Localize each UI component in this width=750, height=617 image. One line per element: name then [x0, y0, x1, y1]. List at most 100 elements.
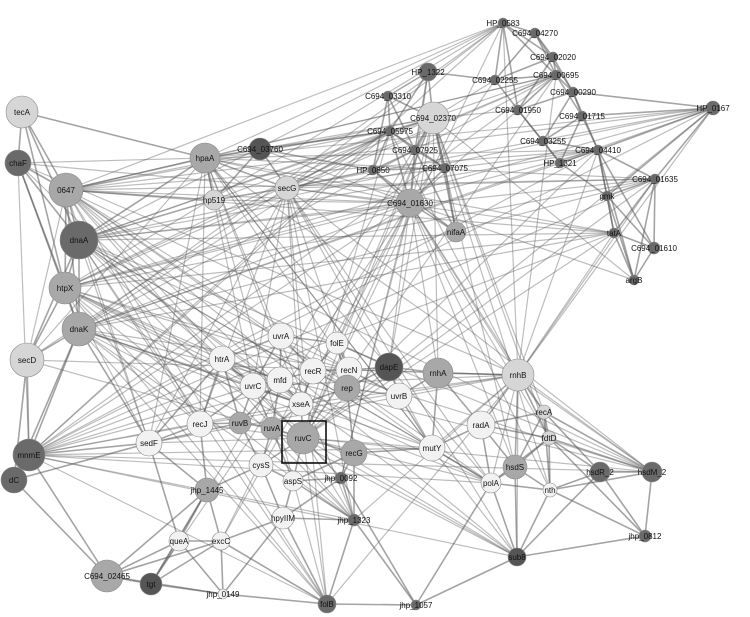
node-queA[interactable]: queA: [168, 530, 190, 552]
node-HP_0167[interactable]: HP_0167: [696, 100, 730, 116]
node-circle-sedF[interactable]: [135, 429, 163, 457]
node-circle-rep[interactable]: [333, 374, 361, 402]
node-HP_1322[interactable]: HP_1322: [411, 62, 445, 82]
node-circle-argB[interactable]: [628, 274, 640, 286]
node-rnhA[interactable]: rnhA: [422, 357, 454, 389]
node-dnaK[interactable]: dnaK: [61, 311, 97, 347]
node-argB[interactable]: argB: [626, 274, 643, 286]
node-circle-HP_0850[interactable]: [367, 164, 379, 176]
node-jhp_1057[interactable]: jhp_1057: [399, 599, 433, 611]
node-secD[interactable]: secD: [9, 342, 45, 378]
node-circle-mutY[interactable]: [418, 434, 446, 462]
node-hpaA[interactable]: hpaA: [189, 142, 221, 174]
node-circle-HP_1322[interactable]: [418, 62, 438, 82]
node-C694_05975[interactable]: C694_05975: [367, 125, 413, 137]
node-uvrA[interactable]: uvrA: [267, 322, 295, 350]
node-circle-HP_0583[interactable]: [497, 17, 509, 29]
node-circle-jhp_0812[interactable]: [638, 529, 652, 543]
node-circle-aspS[interactable]: [282, 470, 304, 492]
node-recJ[interactable]: recJ: [186, 410, 214, 438]
node-circle-C694_05975[interactable]: [384, 125, 396, 137]
node-gmk[interactable]: gmk: [599, 190, 616, 202]
node-circle-C694_01715[interactable]: [576, 110, 588, 122]
node-C694_01635[interactable]: C694_01635: [632, 173, 678, 185]
node-C694_02020[interactable]: C694_02020: [530, 51, 576, 63]
node-HP_0850[interactable]: HP_0850: [356, 164, 390, 176]
node-circle-queA[interactable]: [168, 530, 190, 552]
node-circle-dnaK[interactable]: [61, 311, 97, 347]
node-hp519[interactable]: hp519: [203, 189, 226, 211]
node-circle-sub8[interactable]: [507, 547, 527, 567]
node-jhp_0092[interactable]: jhp_0092: [324, 471, 358, 485]
node-circle-xseA[interactable]: [288, 391, 314, 417]
node-circle-rnhA[interactable]: [422, 357, 454, 389]
node-circle-mfd[interactable]: [266, 366, 294, 394]
node-C694_02370[interactable]: C694_02370: [410, 101, 456, 135]
node-polA[interactable]: polA: [480, 472, 502, 494]
node-circle-htrA[interactable]: [208, 345, 236, 373]
node-circle-excC[interactable]: [211, 531, 231, 551]
node-circle-dC[interactable]: [0, 466, 28, 494]
node-circle-nth[interactable]: [542, 482, 558, 498]
node-ruvB[interactable]: ruvB: [228, 411, 252, 435]
node-recA[interactable]: recA: [536, 404, 553, 420]
node-circle-C694_02020[interactable]: [547, 51, 559, 63]
node-circle-jhp_0149[interactable]: [217, 588, 229, 600]
node-HP_1321[interactable]: HP_1321: [543, 157, 577, 169]
node-tatA[interactable]: tatA: [607, 227, 622, 239]
node-C694_03255[interactable]: C694_03255: [520, 135, 566, 147]
node-circle-uvrC[interactable]: [239, 372, 267, 400]
node-circle-tatA[interactable]: [608, 227, 620, 239]
node-circle-chaF[interactable]: [4, 149, 32, 177]
node-circle-C694_01610[interactable]: [647, 241, 661, 255]
node-circle-jhp_0092[interactable]: [334, 471, 348, 485]
node-xseA[interactable]: xseA: [288, 391, 314, 417]
node-folB[interactable]: folB: [317, 594, 337, 614]
node-mfd[interactable]: mfd: [266, 366, 294, 394]
node-circle-recG[interactable]: [340, 439, 368, 467]
node-circle-C694_04410[interactable]: [592, 144, 604, 156]
node-rnhB[interactable]: rnhB: [501, 358, 535, 392]
node-hsdS[interactable]: hsdS: [502, 454, 528, 480]
node-circle-radA[interactable]: [466, 410, 496, 440]
node-aspS[interactable]: aspS: [282, 470, 304, 492]
node-jhp_0149[interactable]: jhp_0149: [206, 588, 240, 600]
node-circle-tgt[interactable]: [139, 572, 163, 596]
node-radA[interactable]: radA: [466, 410, 496, 440]
node-C694_03760[interactable]: C694_03760: [237, 137, 283, 161]
node-circle-dnaA[interactable]: [59, 220, 99, 260]
node-mutY[interactable]: mutY: [418, 434, 446, 462]
node-circle-nifaA[interactable]: [445, 221, 467, 243]
node-C694_00290[interactable]: C694_00290: [550, 86, 596, 98]
node-circle-recJ[interactable]: [186, 410, 214, 438]
node-sedF[interactable]: sedF: [135, 429, 163, 457]
node-circle-hsdR_2[interactable]: [589, 461, 611, 483]
node-circle-uvrA[interactable]: [267, 322, 295, 350]
node-hsdR_2[interactable]: hsdR_2: [586, 461, 614, 483]
node-sub8[interactable]: sub8: [507, 547, 527, 567]
node-circle-C694_01950[interactable]: [512, 104, 524, 116]
node-circle-jhp_1057[interactable]: [410, 599, 422, 611]
node-chaF[interactable]: chaF: [4, 149, 32, 177]
node-circle-recA[interactable]: [536, 404, 552, 420]
node-nth[interactable]: nth: [542, 482, 558, 498]
node-circle-secG[interactable]: [274, 175, 300, 201]
node-circle-HP_1321[interactable]: [554, 157, 566, 169]
node-circle-jhp_1323[interactable]: [347, 513, 361, 527]
node-HP_0583[interactable]: HP_0583: [486, 17, 520, 29]
node-circle-C694_01635[interactable]: [649, 173, 661, 185]
node-C694_04270[interactable]: C694_04270: [512, 27, 558, 39]
node-secG[interactable]: secG: [274, 175, 300, 201]
node-circle-C694_00695[interactable]: [550, 69, 562, 81]
node-circle-folE[interactable]: [325, 331, 349, 355]
node-circle-recR[interactable]: [299, 357, 327, 385]
node-C694_02255[interactable]: C694_02255: [472, 74, 518, 86]
node-circle-0647[interactable]: [48, 172, 84, 208]
node-C694_03310[interactable]: C694_03310: [365, 90, 411, 102]
node-dnaA[interactable]: dnaA: [59, 220, 99, 260]
node-circle-jhp_1445[interactable]: [194, 477, 220, 503]
node-hpyIIM[interactable]: hpyIIM: [271, 506, 295, 530]
node-circle-hp519[interactable]: [203, 189, 225, 211]
node-hsdM_2[interactable]: hsdM_2: [638, 461, 667, 483]
node-circle-hsdM_2[interactable]: [641, 461, 663, 483]
